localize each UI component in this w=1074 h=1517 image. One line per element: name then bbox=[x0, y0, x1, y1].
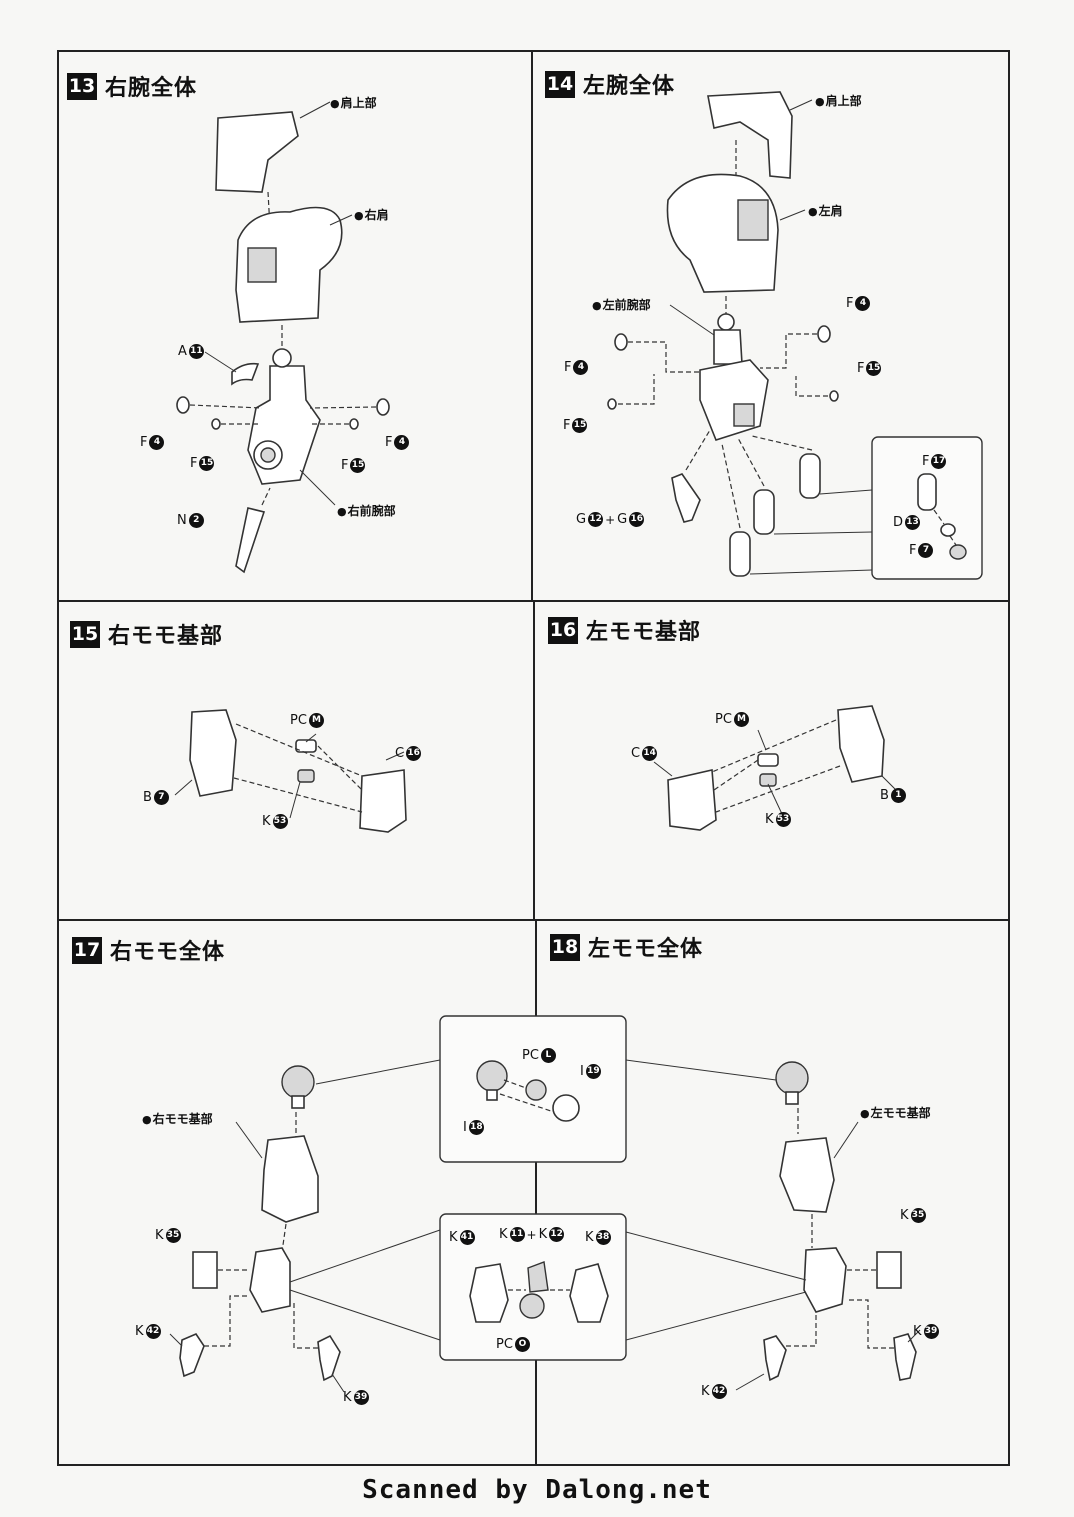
step-number: 18 bbox=[550, 933, 580, 961]
step-title: 右腕全体 bbox=[105, 76, 198, 101]
label-left-shoulder: 左肩 bbox=[808, 202, 843, 219]
step-title: 左腕全体 bbox=[583, 74, 676, 99]
step-number: 17 bbox=[72, 936, 102, 964]
step-title: 右モモ基部 bbox=[108, 624, 224, 649]
divider-h-2 bbox=[57, 919, 1010, 921]
page-frame bbox=[57, 50, 1010, 1466]
step-17-header: 17 右モモ全体 bbox=[72, 934, 225, 966]
step-title: 右モモ全体 bbox=[110, 940, 226, 965]
step15-drawing bbox=[174, 709, 407, 833]
step-title: 左モモ基部 bbox=[586, 620, 702, 645]
inset-drawings bbox=[439, 1015, 627, 1361]
step-18-header: 18 左モモ全体 bbox=[550, 931, 703, 963]
scan-credit: Scanned by Dalong.net bbox=[362, 1475, 712, 1505]
step18-drawing bbox=[625, 1059, 921, 1391]
step-number: 14 bbox=[545, 70, 575, 98]
step13-drawing bbox=[176, 101, 390, 574]
step17-drawing bbox=[169, 1059, 441, 1393]
label-right-shoulder: 右肩 bbox=[354, 206, 389, 223]
label-left-forearm: 左前腕部 bbox=[592, 296, 651, 313]
label-right-forearm: 右前腕部 bbox=[337, 502, 396, 519]
step14-drawing bbox=[607, 91, 983, 580]
step-number: 13 bbox=[67, 72, 97, 100]
step-14-header: 14 左腕全体 bbox=[545, 68, 675, 100]
step-13-header: 13 右腕全体 bbox=[67, 70, 197, 102]
step-16-header: 16 左モモ基部 bbox=[548, 614, 701, 646]
step-number: 16 bbox=[548, 616, 578, 644]
divider-v-top bbox=[531, 50, 533, 601]
step-number: 15 bbox=[70, 620, 100, 648]
label-shoulder-top: 肩上部 bbox=[330, 94, 377, 111]
label-left-thigh-base: 左モモ基部 bbox=[860, 1104, 931, 1121]
label-shoulder-top: 肩上部 bbox=[815, 92, 862, 109]
divider-v-bottom bbox=[535, 919, 537, 1464]
label-right-thigh-base: 右モモ基部 bbox=[142, 1110, 213, 1127]
divider-v-mid bbox=[533, 600, 535, 920]
step-15-header: 15 右モモ基部 bbox=[70, 618, 223, 650]
step16-drawing bbox=[653, 705, 897, 831]
step-title: 左モモ全体 bbox=[588, 937, 704, 962]
